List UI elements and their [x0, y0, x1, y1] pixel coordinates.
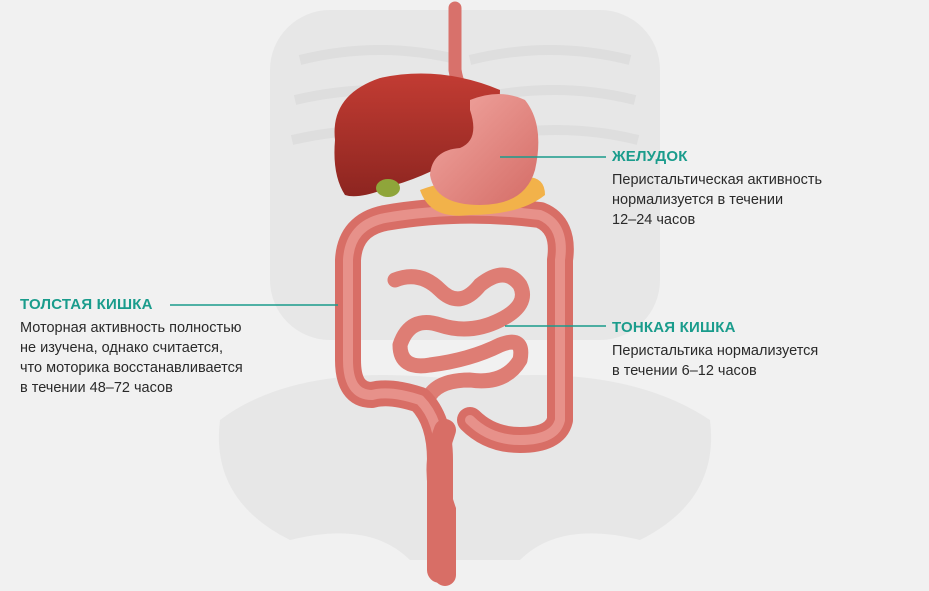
- large-intestine-title: ТОЛСТАЯ КИШКА: [20, 296, 280, 314]
- large-intestine-description: Моторная активность полностью не изучена…: [20, 318, 280, 398]
- stomach-description: Перистальтическая активность нормализует…: [612, 170, 862, 230]
- large-intestine-desc-line: не изучена, однако считается,: [20, 338, 280, 358]
- gallbladder: [376, 179, 400, 197]
- small-intestine-desc-line: Перистальтика нормализуется: [612, 341, 862, 361]
- stomach-desc-line: нормализуется в течении: [612, 190, 862, 210]
- large-intestine-desc-line: Моторная активность полностью: [20, 318, 280, 338]
- small-intestine-desc-line: в течении 6–12 часов: [612, 361, 862, 381]
- stomach-desc-line: Перистальтическая активность: [612, 170, 862, 190]
- small-intestine-description: Перистальтика нормализуется в течении 6–…: [612, 341, 862, 381]
- stomach-desc-line: 12–24 часов: [612, 210, 862, 230]
- large-intestine-desc-line: в течении 48–72 часов: [20, 378, 280, 398]
- large-intestine-label: ТОЛСТАЯ КИШКА Моторная активность полнос…: [20, 296, 280, 398]
- rectum: [438, 430, 446, 575]
- stomach-label: ЖЕЛУДОК Перистальтическая активность нор…: [612, 148, 862, 230]
- stomach-title: ЖЕЛУДОК: [612, 148, 862, 166]
- small-intestine-title: ТОНКАЯ КИШКА: [612, 319, 862, 337]
- large-intestine-desc-line: что моторика восстанавливается: [20, 358, 280, 378]
- small-intestine-label: ТОНКАЯ КИШКА Перистальтика нормализуется…: [612, 319, 862, 381]
